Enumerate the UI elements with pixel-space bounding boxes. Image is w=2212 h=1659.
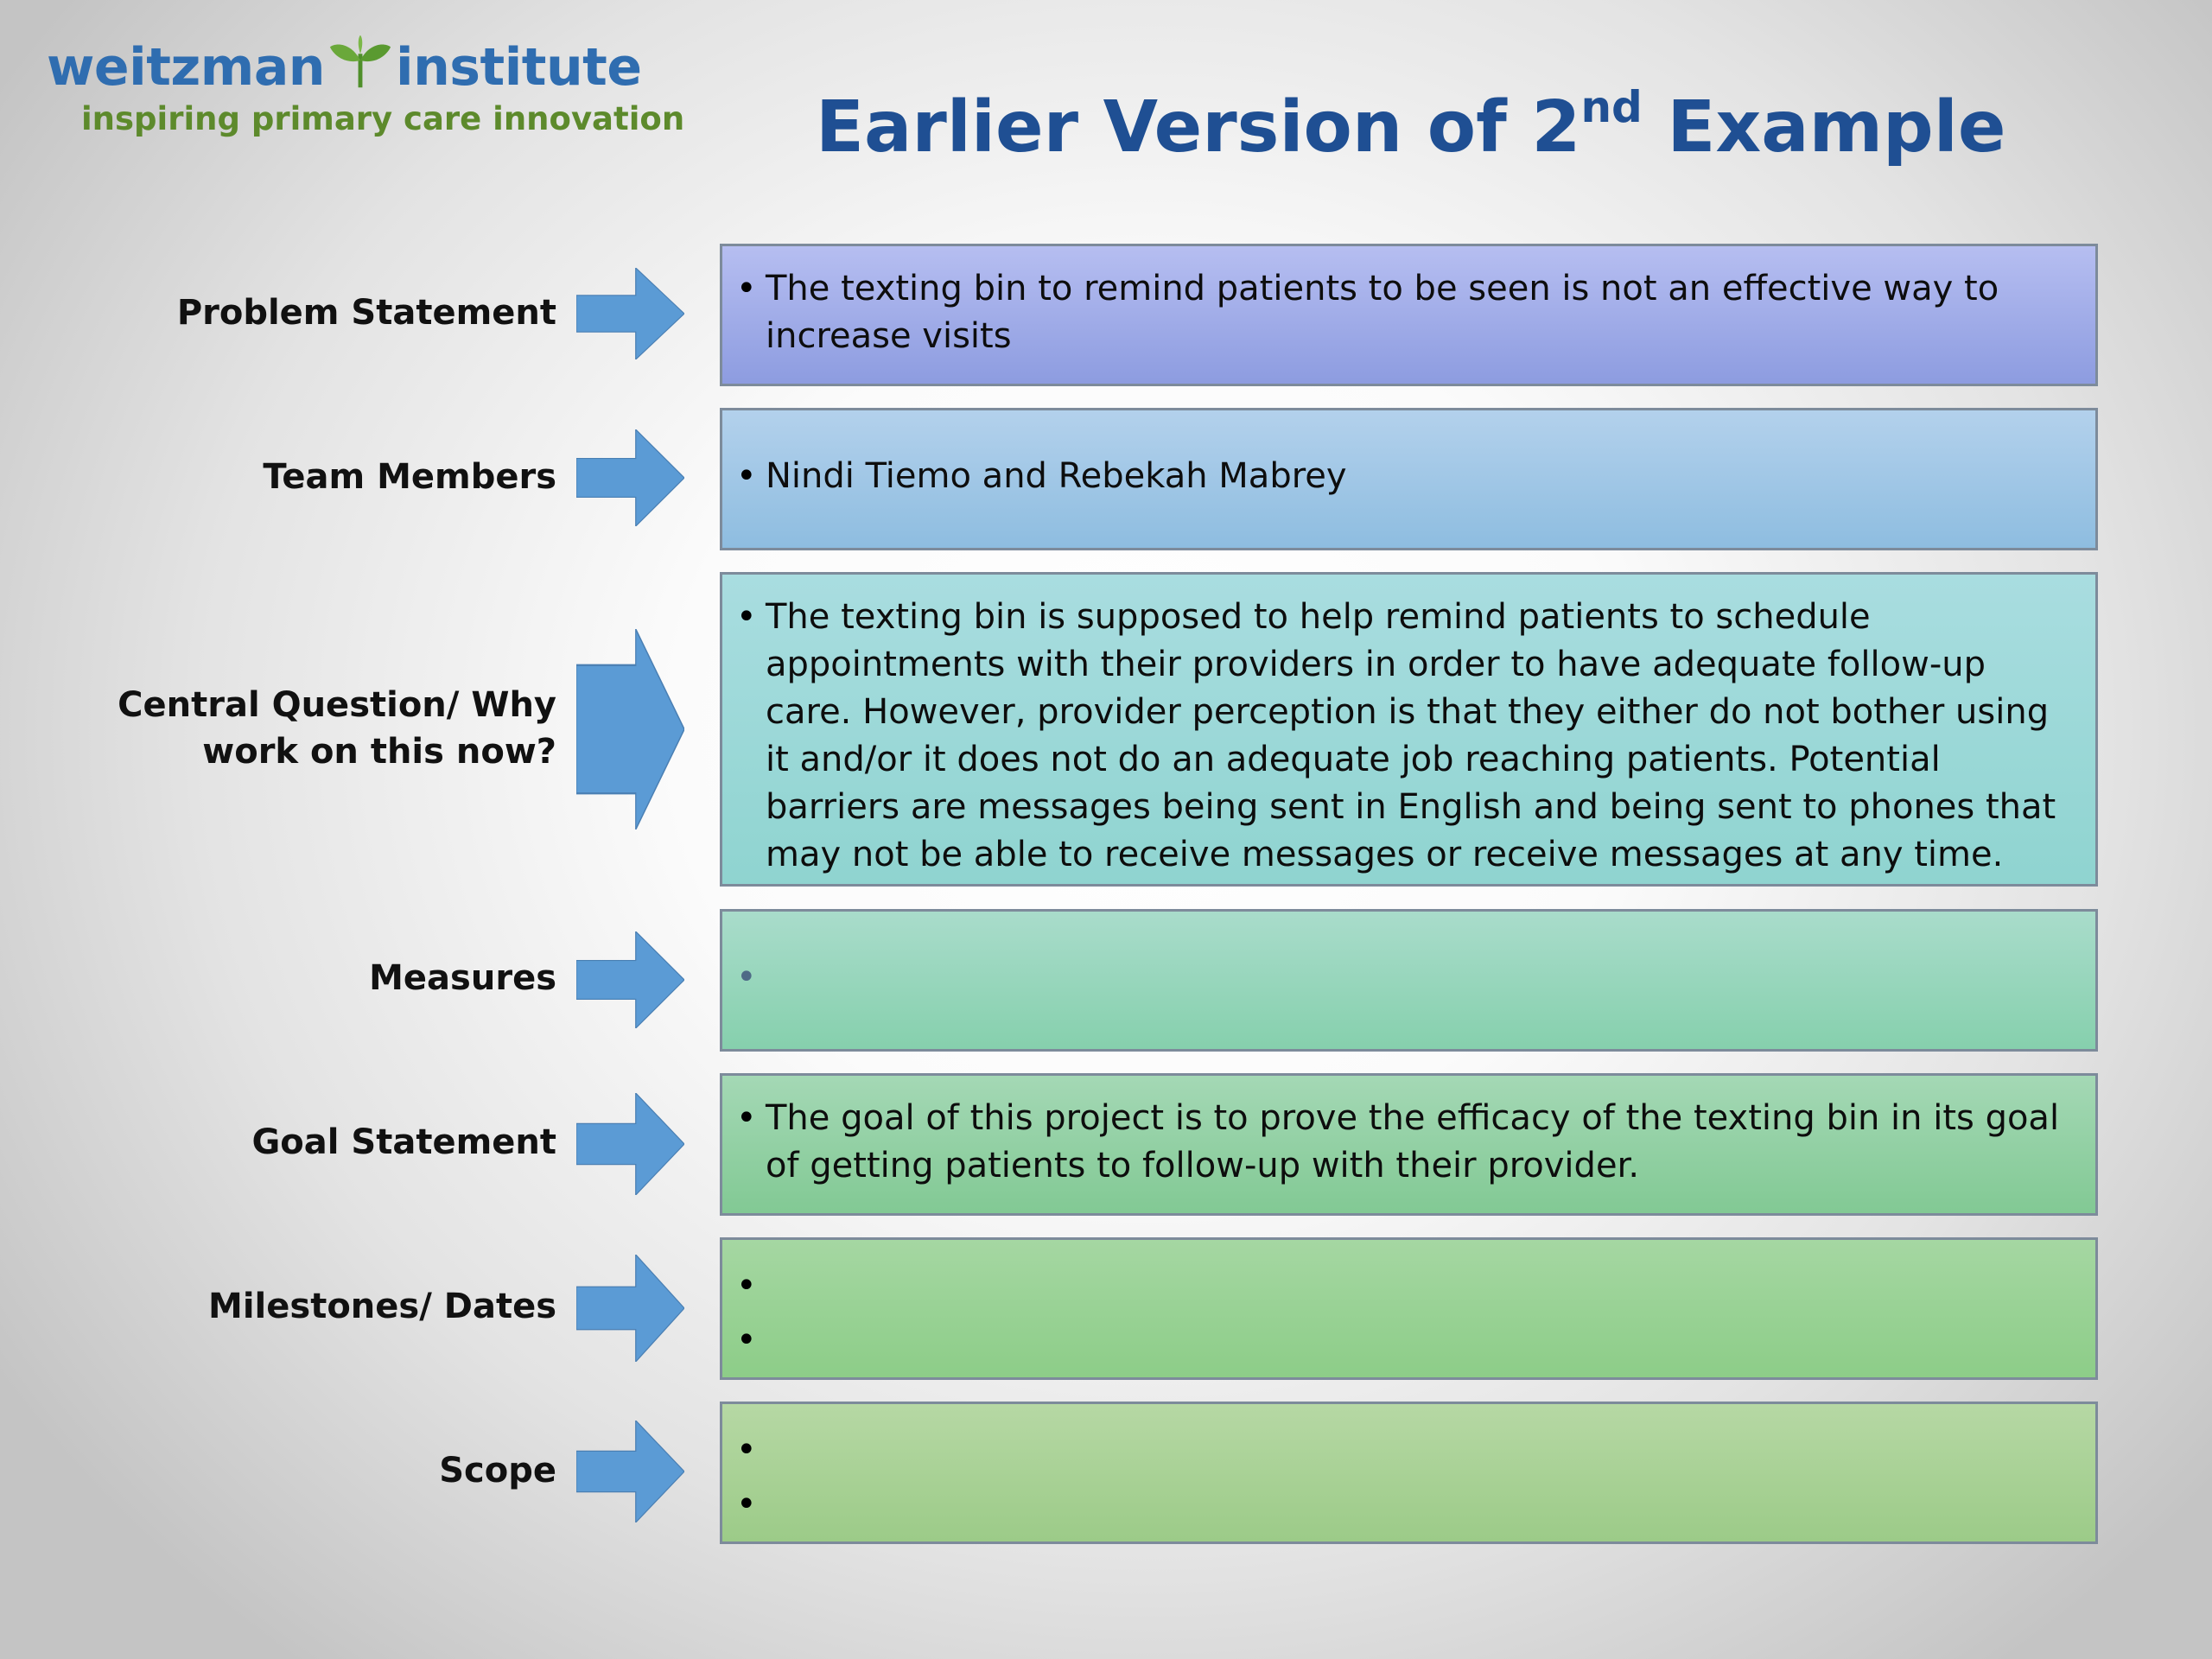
content-box-goal-statement: The goal of this project is to prove the… bbox=[720, 1073, 2098, 1216]
label-line: work on this now? bbox=[202, 732, 556, 772]
label-line: Problem Statement bbox=[176, 293, 556, 333]
content-box-milestones-dates bbox=[720, 1237, 2098, 1380]
title-main: Earlier Version of 2 bbox=[816, 86, 1581, 168]
title-superscript: nd bbox=[1580, 82, 1643, 132]
row-label-goal-statement: Goal Statement bbox=[86, 1073, 556, 1211]
logo-word-institute: institute bbox=[396, 37, 642, 98]
title-end: Example bbox=[1642, 86, 2006, 168]
logo-tagline: inspiring primary care innovation bbox=[81, 100, 685, 137]
arrow-right-icon bbox=[576, 1255, 684, 1362]
bullet-item bbox=[736, 1481, 2082, 1529]
bullet-item bbox=[736, 1262, 2082, 1310]
logo-word-weitzman: weitzman bbox=[47, 37, 326, 98]
slide-title: Earlier Version of 2nd Example bbox=[816, 79, 2005, 176]
weitzman-institute-logo: weitzman institute inspiring primary car… bbox=[47, 31, 684, 143]
content-box-scope bbox=[720, 1402, 2098, 1544]
row-label-milestones-dates: Milestones/ Dates bbox=[86, 1237, 556, 1376]
arrow-right-icon bbox=[576, 429, 684, 526]
row-label-measures: Measures bbox=[86, 909, 556, 1047]
label-line: Scope bbox=[439, 1451, 556, 1491]
label-line: Central Question/ Why bbox=[118, 685, 556, 725]
bullet-item bbox=[736, 1317, 2082, 1364]
content-box-measures bbox=[720, 909, 2098, 1052]
arrow-right-icon bbox=[576, 629, 684, 830]
bullet-item bbox=[736, 954, 2082, 1001]
logo-wordmark: weitzman institute bbox=[47, 31, 642, 104]
label-line: Measures bbox=[369, 958, 556, 998]
leaf-sprout-icon bbox=[329, 35, 391, 88]
arrow-right-icon bbox=[576, 1421, 684, 1522]
arrow-right-icon bbox=[576, 268, 684, 359]
bullet-item: The texting bin is supposed to help remi… bbox=[736, 594, 2082, 879]
content-box-team-members: Nindi Tiemo and Rebekah Mabrey bbox=[720, 408, 2098, 550]
label-line: Milestones/ Dates bbox=[208, 1287, 556, 1326]
bullet-item bbox=[736, 1427, 2082, 1474]
label-line: Team Members bbox=[263, 457, 556, 497]
bullet-item: Nindi Tiemo and Rebekah Mabrey bbox=[736, 453, 2082, 500]
arrow-right-icon bbox=[576, 931, 684, 1028]
row-label-team-members: Team Members bbox=[86, 408, 556, 546]
content-box-problem-statement: The texting bin to remind patients to be… bbox=[720, 244, 2098, 386]
label-line: Goal Statement bbox=[251, 1122, 556, 1162]
bullet-item: The texting bin to remind patients to be… bbox=[736, 265, 2082, 360]
row-label-problem-statement: Problem Statement bbox=[86, 244, 556, 382]
row-label-central-question: Central Question/ Why work on this now? bbox=[86, 572, 556, 885]
arrow-right-icon bbox=[576, 1093, 684, 1195]
bullet-item: The goal of this project is to prove the… bbox=[736, 1095, 2082, 1190]
row-label-scope: Scope bbox=[86, 1402, 556, 1540]
content-box-central-question: The texting bin is supposed to help remi… bbox=[720, 572, 2098, 887]
